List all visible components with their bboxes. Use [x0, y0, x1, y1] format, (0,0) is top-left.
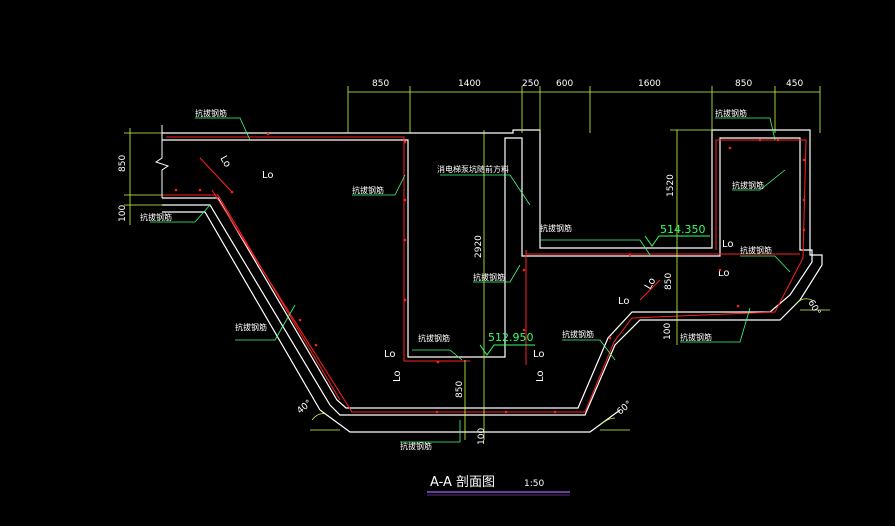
rebar-bottom [211, 139, 807, 413]
dim-1520: 1520 [666, 174, 676, 197]
elevation-marker-2 [479, 344, 535, 356]
rebar-label-12: 抗拔钢筋 [140, 212, 172, 222]
rebar-label-10: 抗拔钢筋 [732, 180, 764, 190]
dimension-lines [124, 86, 830, 440]
dim-2920: 2920 [474, 235, 484, 258]
angle-arc-1 [311, 413, 327, 421]
lo-label-4: Lo [533, 349, 545, 360]
rebar-label-2: 抗拔钢筋 [352, 185, 384, 195]
rebar-lo-diag1 [199, 157, 233, 193]
drawing-title: A-A 剖面图 [430, 475, 495, 490]
lo-label-6: Lo [535, 370, 546, 382]
dim-100-right: 100 [663, 323, 673, 340]
angle-40: 40° [296, 398, 315, 416]
outline-inner [162, 137, 813, 409]
rebar-labels: 抗拔钢筋 抗拔钢筋 抗拔钢筋 抗拔钢筋 抗拔钢筋 抗拔钢筋 抗拔钢筋 抗拔钢筋 … [140, 108, 772, 451]
elevation-marker-1 [644, 235, 710, 247]
lo-label-8: Lo [643, 276, 658, 291]
dim-600: 600 [556, 79, 573, 89]
dim-850-right: 850 [664, 273, 674, 290]
dim-250: 250 [522, 79, 539, 89]
outline-left-slope [162, 211, 321, 411]
rebar-main [166, 136, 470, 362]
rebar-label-3: 抗拔钢筋 [540, 223, 572, 233]
rebar-label-11: 抗拔钢筋 [740, 245, 772, 255]
lo-label-3: Lo [384, 349, 396, 360]
rebar-left-lower [162, 194, 341, 401]
elevation-markers [479, 235, 710, 356]
angle-arc-2 [599, 417, 616, 426]
dim-100-bottom: 100 [477, 428, 487, 445]
concrete-outline [162, 129, 823, 433]
drawing-scale: 1:50 [524, 479, 544, 489]
outline-outer [162, 129, 823, 416]
lo-label-2: Lo [217, 154, 232, 169]
lo-label-5: Lo [392, 370, 403, 382]
rebar-label-9: 抗拔钢筋 [715, 108, 747, 118]
angle-60-bottom: 60° [616, 399, 635, 417]
rebar-dots [174, 132, 806, 414]
rebar-label-5: 抗拔钢筋 [235, 322, 267, 332]
lo-label-7: Lo [618, 296, 630, 307]
dim-450: 450 [786, 79, 803, 89]
dim-850-a: 850 [372, 79, 389, 89]
dim-1400: 1400 [458, 79, 481, 89]
pipe-label: 消电梯泵坑随前方料 [437, 164, 509, 174]
dim-850-b: 850 [735, 79, 752, 89]
angle-arc-3 [794, 298, 813, 306]
elevation-514: 514.350 [660, 223, 706, 236]
top-dimension-texts: 850 1400 250 600 1600 850 450 [372, 79, 803, 89]
vertical-dimension-texts: 850 100 2920 1520 850 100 850 100 [118, 155, 676, 445]
lo-label-9: Lo [722, 239, 734, 250]
dim-left-850: 850 [118, 155, 128, 172]
rebar-label-7: 抗拔钢筋 [418, 333, 450, 343]
angle-labels: 40° 60° 60° [296, 299, 823, 418]
dim-850-bottom: 850 [455, 381, 465, 398]
rebar-label-4: 抗拔钢筋 [473, 272, 505, 282]
angle-60-right: 60° [805, 299, 822, 318]
break-line [154, 125, 170, 198]
lo-labels: Lo Lo Lo Lo Lo Lo Lo Lo Lo Lo [217, 154, 733, 382]
elevation-512: 512.950 [488, 331, 534, 344]
leader-lines [150, 117, 791, 443]
outline-bottom-outer [319, 409, 621, 433]
dim-1600: 1600 [638, 79, 661, 89]
rebar-lo-diag2 [639, 279, 661, 301]
rebar-label-8: 抗拔钢筋 [680, 332, 712, 342]
rebar-label-13: 抗拔钢筋 [400, 441, 432, 451]
rebar-label-6: 抗拔钢筋 [562, 329, 594, 339]
lo-label-10: Lo [718, 268, 730, 279]
lo-label-1: Lo [262, 170, 274, 181]
dim-left-100: 100 [118, 205, 128, 222]
rebar-label-1: 抗拔钢筋 [195, 108, 227, 118]
